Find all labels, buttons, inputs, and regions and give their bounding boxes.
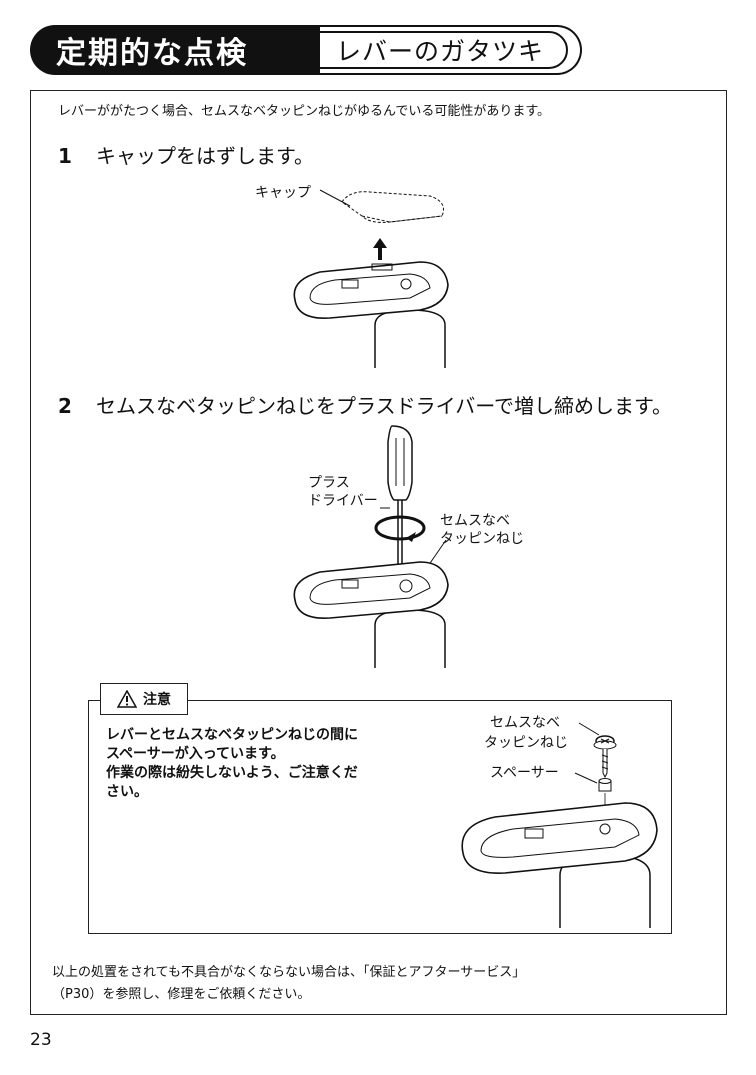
spacer-label: スペーサー bbox=[490, 765, 559, 781]
caution-screw-label-line1: セムスなベ bbox=[490, 715, 560, 731]
caution-line: レバーとセムスなベタッピンねじの間に bbox=[106, 727, 358, 743]
caution-line: スペーサーが入っています。 bbox=[106, 746, 285, 762]
step-1-text: キャップをはずします。 bbox=[96, 144, 314, 168]
caution-screw-label-line2: タッピンねじ bbox=[484, 735, 568, 751]
step-2-text: セムスなベタッピンねじをプラスドライバーで増し締めします。 bbox=[96, 394, 672, 418]
faucet-cap-illustration bbox=[293, 189, 449, 368]
screw-label-line1: セムスなベ bbox=[440, 513, 510, 529]
step-2-number: 2 bbox=[58, 394, 72, 418]
header-subtitle: レバーのガタツキ bbox=[318, 31, 568, 69]
caution-line: 作業の際は紛失しないよう、ご注意くだ bbox=[106, 765, 358, 781]
screw-label-line2: タッピンねじ bbox=[440, 531, 524, 547]
page-number: 23 bbox=[30, 1030, 52, 1050]
driver-label-line1: プラス bbox=[308, 475, 350, 491]
screwdriver-illustration bbox=[293, 425, 449, 668]
caution-text: レバーとセムスなベタッピンねじの間に スペーサーが入っています。 作業の際は紛失… bbox=[106, 726, 416, 802]
caution-tag-label: 注意 bbox=[143, 692, 171, 708]
intro-text: レバーががたつく場合、セムスなベタッピンねじがゆるんでいる可能性があります。 bbox=[58, 104, 551, 119]
cap-label: キャップ bbox=[255, 185, 311, 201]
spacer-illustration bbox=[461, 722, 658, 928]
caution-box bbox=[88, 700, 672, 934]
content-frame bbox=[30, 90, 727, 1015]
header-title: 定期的な点検 bbox=[30, 25, 320, 75]
step-1-number: 1 bbox=[58, 144, 72, 168]
footer-note: 以上の処置をされても不具合がなくならない場合は、「保証とアフターサービス」 （P… bbox=[52, 962, 525, 1006]
caution-line: さい。 bbox=[106, 784, 148, 800]
warning-icon bbox=[117, 690, 137, 708]
step-1: 1 キャップをはずします。 bbox=[58, 140, 314, 169]
caution-tag: 注意 bbox=[100, 683, 188, 715]
footer-line: （P30）を参照し、修理をご依頼ください。 bbox=[52, 987, 311, 1002]
footer-line: 以上の処置をされても不具合がなくならない場合は、「保証とアフターサービス」 bbox=[52, 965, 526, 980]
driver-label-line2: ドライバー bbox=[308, 493, 378, 509]
step-2: 2 セムスなベタッピンねじをプラスドライバーで増し締めします。 bbox=[58, 390, 672, 419]
